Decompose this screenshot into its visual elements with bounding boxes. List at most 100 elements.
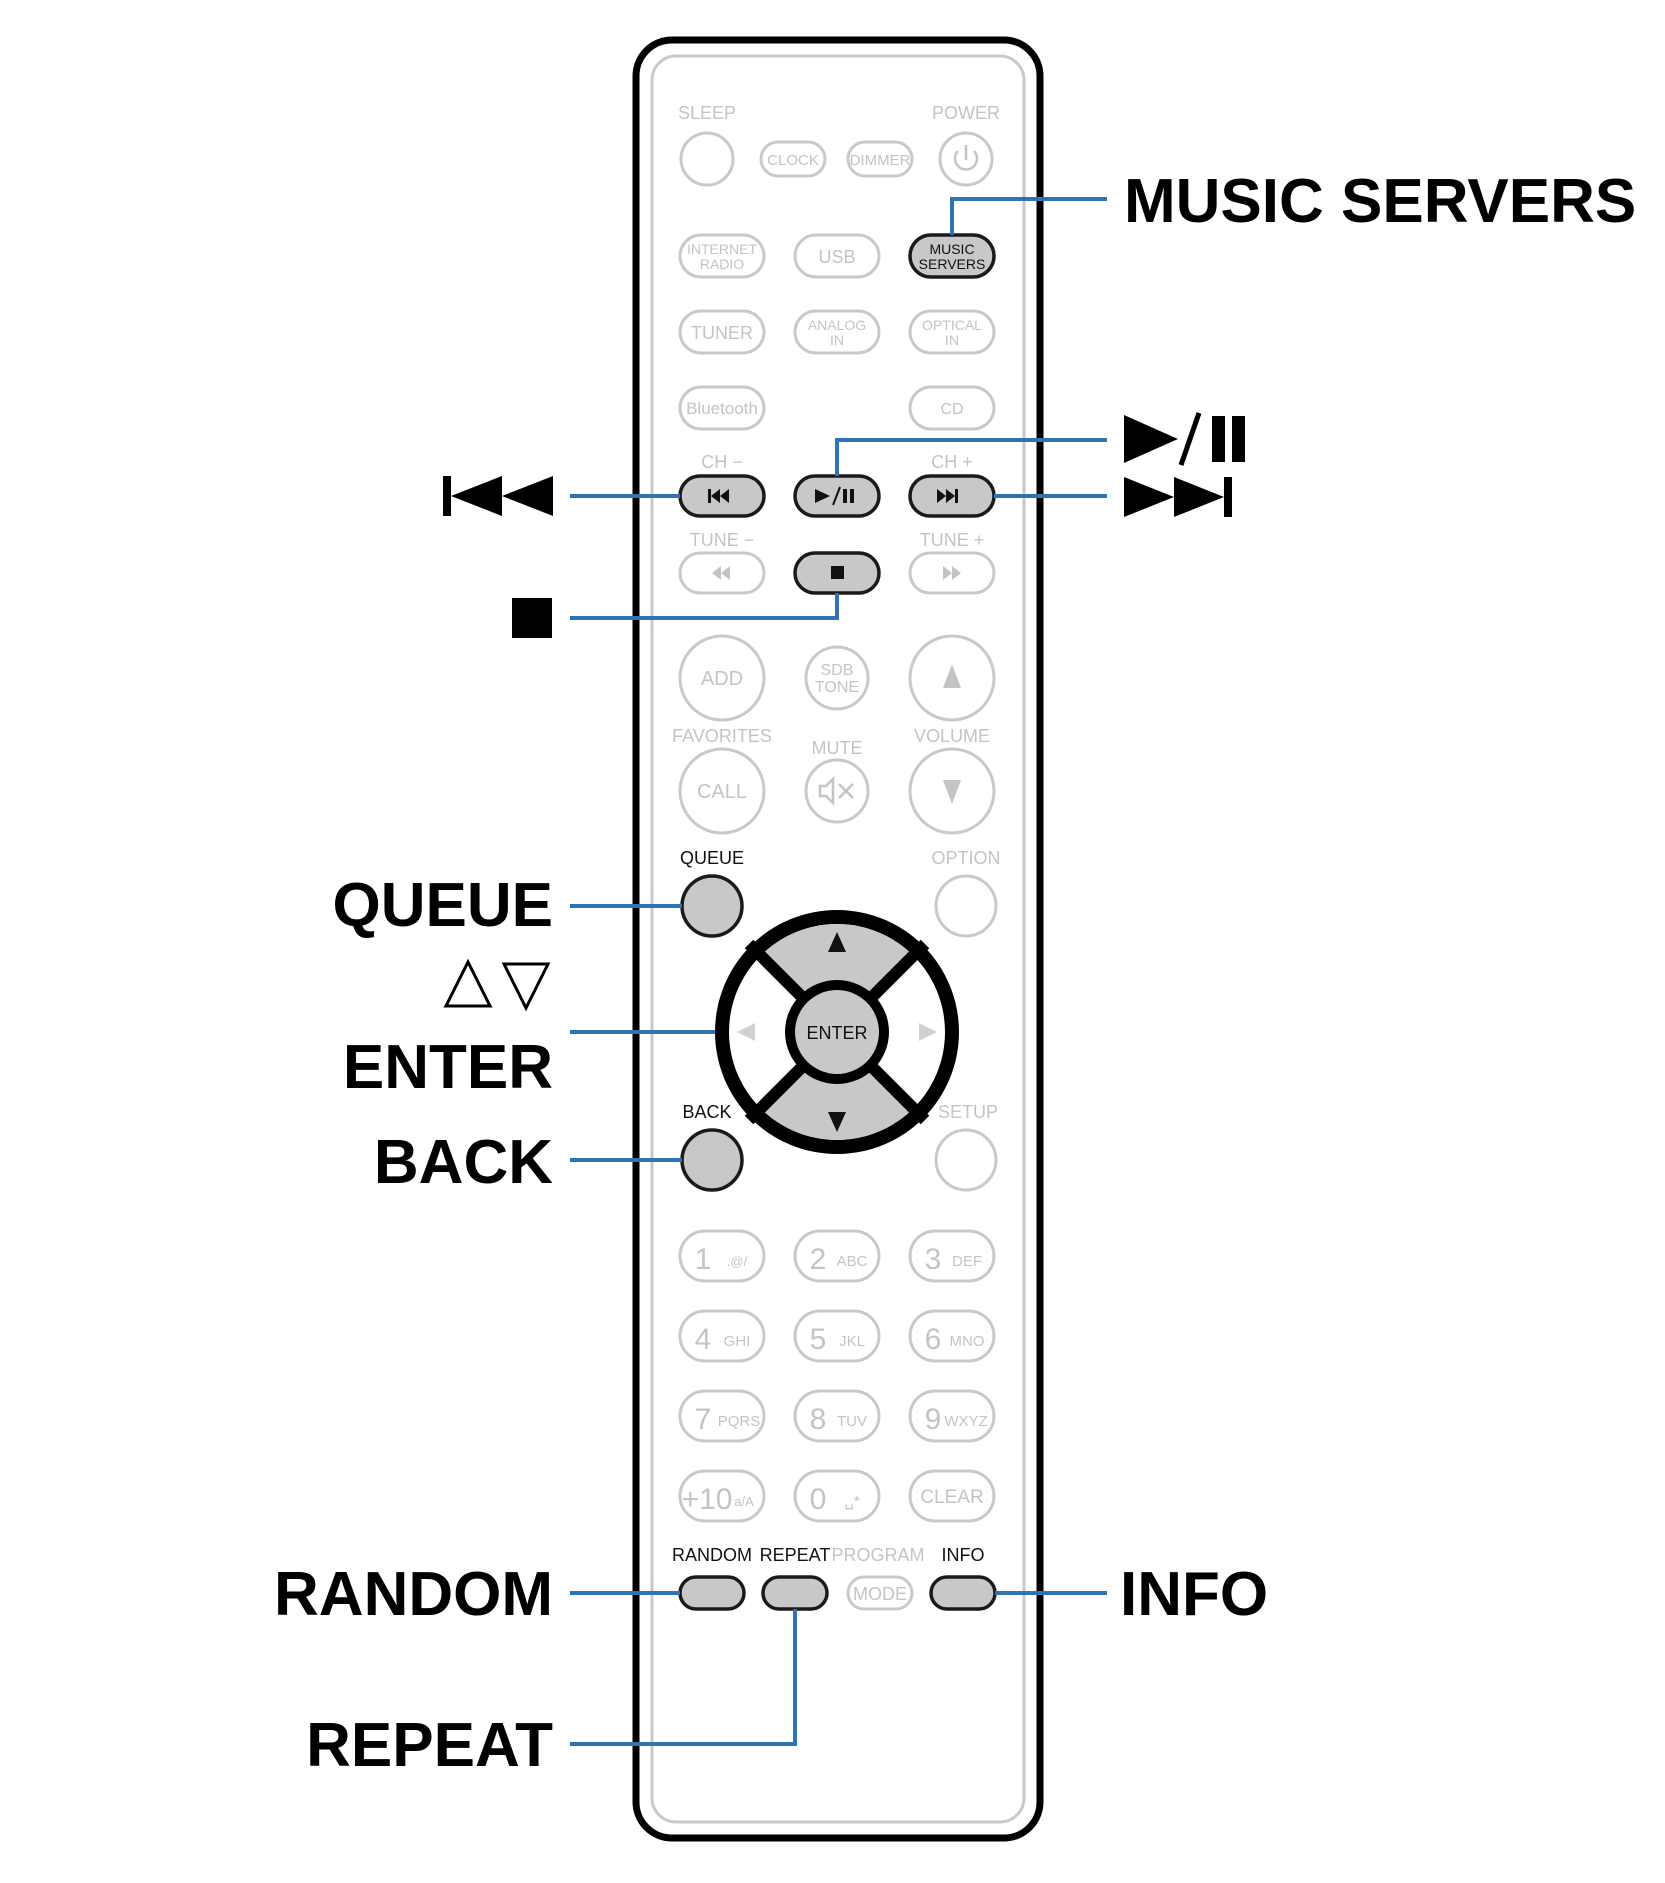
repeat-button[interactable]	[761, 1575, 829, 1611]
keypad-number: 4	[695, 1323, 712, 1356]
keypad-key-plus10[interactable]: +10 a/A	[678, 1469, 766, 1523]
cursor-up-down-callout-icon	[443, 958, 551, 1012]
enter-callout: ENTER	[343, 1033, 553, 1102]
keypad-key-0[interactable]: 0 ␣*	[793, 1469, 881, 1523]
dpad-down-arrow-icon	[828, 1112, 846, 1132]
rewind-icon	[712, 566, 730, 580]
repeat-callout: REPEAT	[306, 1711, 553, 1780]
music-servers-leader-line	[950, 197, 1107, 235]
call-button[interactable]	[678, 747, 766, 835]
repeat-label: REPEAT	[760, 1545, 831, 1565]
keypad-sub: TUV	[837, 1413, 867, 1430]
sleep-button[interactable]	[679, 131, 735, 187]
ch-minus-label: CH −	[701, 452, 743, 472]
mode-button[interactable]	[846, 1575, 914, 1611]
tone-label: TONE	[815, 679, 859, 696]
option-button[interactable]	[934, 874, 998, 938]
usb-button[interactable]	[793, 233, 881, 279]
setup-button[interactable]	[934, 1128, 998, 1192]
back-label: BACK	[682, 1102, 731, 1122]
keypad-number: 6	[925, 1323, 942, 1356]
keypad-key-2[interactable]: 2 ABC	[793, 1229, 881, 1283]
analog-in-label-2: IN	[830, 332, 844, 348]
stop-callout-icon	[512, 598, 552, 638]
tune-plus-label: TUNE +	[920, 530, 985, 550]
tuner-label: TUNER	[691, 323, 753, 343]
random-button[interactable]	[678, 1575, 746, 1611]
mute-label: MUTE	[812, 738, 863, 758]
stop-leader-line	[570, 593, 839, 620]
back-button[interactable]	[680, 1128, 744, 1192]
mode-label: MODE	[853, 1584, 907, 1604]
queue-label: QUEUE	[680, 848, 744, 868]
fast-forward-icon	[943, 566, 961, 580]
add-label: ADD	[701, 668, 743, 690]
keypad-number: 5	[810, 1323, 827, 1356]
enter-button[interactable]	[795, 990, 879, 1074]
prev-icon	[708, 489, 729, 503]
optical-in-button[interactable]	[908, 309, 996, 355]
keypad-key-9[interactable]: 9 WXYZ	[908, 1389, 996, 1443]
play-pause-callout-icon	[1124, 412, 1245, 466]
play-pause-leader-line	[835, 438, 1107, 476]
keypad-key-4[interactable]: 4 GHI	[678, 1309, 766, 1363]
sdb-tone-button[interactable]	[804, 645, 870, 711]
stop-icon	[831, 566, 844, 579]
queue-callout: QUEUE	[333, 871, 553, 940]
keypad-key-1[interactable]: 1 .@/	[678, 1229, 766, 1283]
keypad-sub: JKL	[839, 1333, 865, 1350]
sleep-label: SLEEP	[678, 103, 736, 123]
keypad-sub: ␣*	[844, 1493, 860, 1510]
keypad-key-5[interactable]: 5 JKL	[793, 1309, 881, 1363]
internet-radio-button[interactable]	[678, 233, 766, 279]
bluetooth-button[interactable]	[678, 385, 766, 431]
program-label: PROGRAM	[831, 1545, 924, 1565]
sdb-label: SDB	[821, 662, 854, 679]
enter-label: ENTER	[806, 1023, 867, 1043]
keypad-key-6[interactable]: 6 MNO	[908, 1309, 996, 1363]
keypad-key-clear[interactable]: CLEAR	[908, 1469, 996, 1523]
keypad: 1 .@/ 2 ABC 3 DEF 4 GHI 5 JKL 6 MNO	[678, 1229, 996, 1523]
queue-button[interactable]	[680, 874, 744, 938]
keypad-number: 7	[695, 1403, 712, 1436]
add-button[interactable]	[678, 634, 766, 722]
cd-label: CD	[940, 401, 963, 418]
keypad-key-7[interactable]: 7 PQRS	[678, 1389, 766, 1443]
ch-plus-label: CH +	[931, 452, 973, 472]
next-icon	[937, 489, 958, 503]
clear-label: CLEAR	[920, 1487, 983, 1508]
cd-button[interactable]	[908, 385, 996, 431]
volume-up-icon	[943, 664, 961, 688]
remote-body-inner	[650, 54, 1026, 1824]
bluetooth-label: Bluetooth	[686, 399, 758, 418]
call-label: CALL	[697, 781, 747, 803]
keypad-number: 2	[810, 1243, 827, 1276]
setup-label: SETUP	[938, 1102, 998, 1122]
mute-button[interactable]	[804, 758, 870, 824]
cursor-pad	[715, 910, 959, 1154]
optical-in-label-1: OPTICAL	[922, 317, 982, 333]
info-callout: INFO	[1120, 1560, 1268, 1629]
info-button[interactable]	[929, 1575, 997, 1611]
internet-radio-label-2: RADIO	[700, 256, 744, 272]
keypad-number: 0	[810, 1483, 827, 1516]
dpad-left-arrow-icon	[737, 1023, 755, 1041]
dpad-right-arrow-icon	[919, 1023, 937, 1041]
keypad-sub: PQRS	[718, 1413, 761, 1430]
dpad-up-arrow-icon	[828, 932, 846, 952]
back-callout: BACK	[374, 1128, 553, 1197]
option-label: OPTION	[931, 848, 1000, 868]
keypad-number: 3	[925, 1243, 942, 1276]
analog-in-button[interactable]	[793, 309, 881, 355]
dimmer-button[interactable]	[846, 140, 914, 178]
keypad-key-3[interactable]: 3 DEF	[908, 1229, 996, 1283]
tuner-button[interactable]	[678, 309, 766, 355]
clock-button[interactable]	[759, 140, 827, 178]
tune-minus-label: TUNE −	[690, 530, 755, 550]
keypad-sub: DEF	[952, 1253, 982, 1270]
keypad-key-8[interactable]: 8 TUV	[793, 1389, 881, 1443]
keypad-sub: a/A	[734, 1494, 754, 1509]
keypad-number: 8	[810, 1403, 827, 1436]
prev-callout-icon	[443, 476, 553, 516]
